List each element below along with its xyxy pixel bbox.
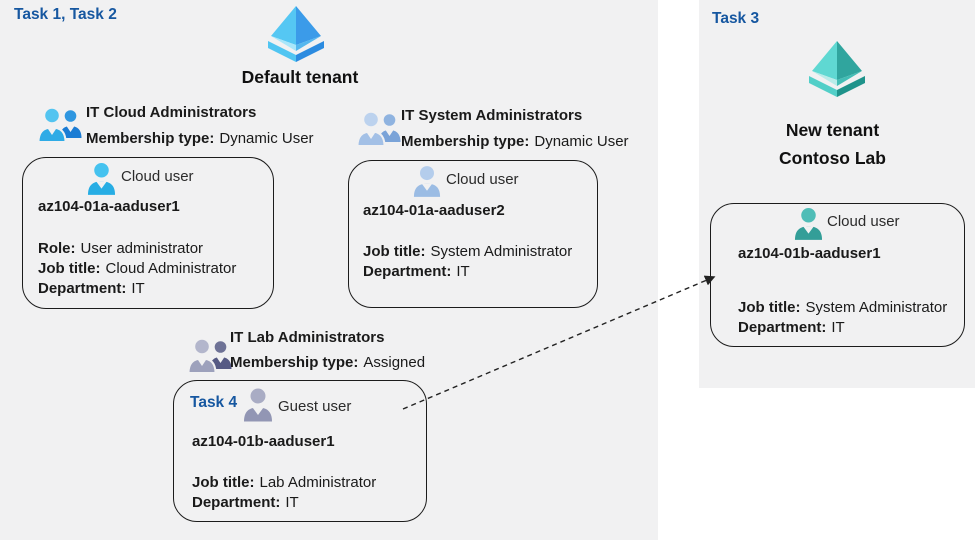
membership-type-label: Membership type:: [401, 133, 530, 150]
default-tenant-title: Default tenant: [241, 67, 359, 87]
guest-user-icon: [243, 387, 273, 422]
membership-type-value: Dynamic User: [219, 130, 314, 147]
user-job-line: Job title:System Administrator: [363, 242, 572, 262]
cloud-user1-card: Cloud user az104-01a-aaduser1 Role:User …: [22, 157, 274, 309]
cloud-user2-card: Cloud user az104-01a-aaduser2 Job title:…: [348, 160, 598, 308]
job-title-label: Job title:: [38, 260, 101, 277]
department-label: Department:: [363, 263, 452, 280]
job-title-value: Lab Administrator: [259, 474, 377, 491]
cloud-user-icon: [794, 207, 823, 240]
department-label: Department:: [192, 494, 281, 511]
new-tenant-title-line2: Contoso Lab: [779, 148, 886, 168]
new-tenant-title-line1: New tenant: [785, 120, 880, 140]
job-title-label: Job title:: [363, 243, 426, 260]
azure-ad-tenant-icon: [262, 5, 330, 63]
job-title-value: System Administrator: [805, 299, 948, 316]
department-value: IT: [131, 280, 145, 297]
user-role-line: Role:User administrator: [38, 239, 203, 259]
user-name: az104-01a-aaduser2: [363, 202, 505, 219]
department-value: IT: [285, 494, 299, 511]
group-icon-cloud-admins: [38, 105, 82, 143]
new-tenant-title: New tenant Contoso Lab: [740, 116, 925, 172]
group-icon-lab-admins: [188, 336, 232, 374]
user-type-label: Cloud user: [446, 171, 519, 188]
department-label: Department:: [38, 280, 127, 297]
group-icon-system-admins: [357, 109, 401, 147]
department-value: IT: [456, 263, 470, 280]
user-job-line: Job title:Cloud Administrator: [38, 259, 236, 279]
group-membership-system-admins: Membership type:Dynamic User: [401, 132, 629, 152]
default-tenant-panel: [0, 0, 658, 540]
group-title-lab-admins: IT Lab Administrators: [230, 329, 385, 346]
user-job-line: Job title:System Administrator: [738, 298, 947, 318]
user-name: az104-01a-aaduser1: [38, 198, 180, 215]
user-type-label: Cloud user: [827, 213, 900, 230]
user-type-label: Guest user: [278, 398, 352, 415]
job-title-label: Job title:: [738, 299, 801, 316]
user-type-label: Cloud user: [121, 168, 194, 185]
job-title-value: Cloud Administrator: [105, 260, 237, 277]
membership-type-label: Membership type:: [86, 130, 215, 147]
group-title-system-admins: IT System Administrators: [401, 107, 583, 124]
user-dept-line: Department:IT: [738, 318, 845, 338]
new-tenant-cloud-user-card: Cloud user az104-01b-aaduser1 Job title:…: [710, 203, 965, 347]
task-1-2-label: Task 1, Task 2: [14, 6, 117, 23]
job-title-value: System Administrator: [430, 243, 573, 260]
task-4-label: Task 4: [190, 394, 238, 411]
department-label: Department:: [738, 319, 827, 336]
user-job-line: Job title:Lab Administrator: [192, 473, 376, 493]
user-dept-line: Department:IT: [192, 493, 299, 513]
role-value: User administrator: [80, 240, 204, 257]
group-membership-lab-admins: Membership type:Assigned: [230, 353, 425, 373]
role-label: Role:: [38, 240, 76, 257]
job-title-label: Job title:: [192, 474, 255, 491]
department-value: IT: [831, 319, 845, 336]
user-dept-line: Department:IT: [363, 262, 470, 282]
task-3-label: Task 3: [712, 10, 760, 27]
cloud-user-icon: [87, 162, 116, 195]
azure-ad-new-tenant-icon: [805, 40, 869, 98]
group-title-cloud-admins: IT Cloud Administrators: [86, 104, 257, 121]
membership-type-label: Membership type:: [230, 354, 359, 371]
membership-type-value: Dynamic User: [534, 133, 629, 150]
cloud-user-icon: [413, 165, 441, 197]
user-name: az104-01b-aaduser1: [738, 245, 881, 262]
guest-user-card: Task 4 Guest user az104-01b-aaduser1 Job…: [173, 380, 427, 522]
user-name: az104-01b-aaduser1: [192, 433, 335, 450]
membership-type-value: Assigned: [363, 354, 426, 371]
user-dept-line: Department:IT: [38, 279, 145, 299]
group-membership-cloud-admins: Membership type:Dynamic User: [86, 129, 314, 149]
